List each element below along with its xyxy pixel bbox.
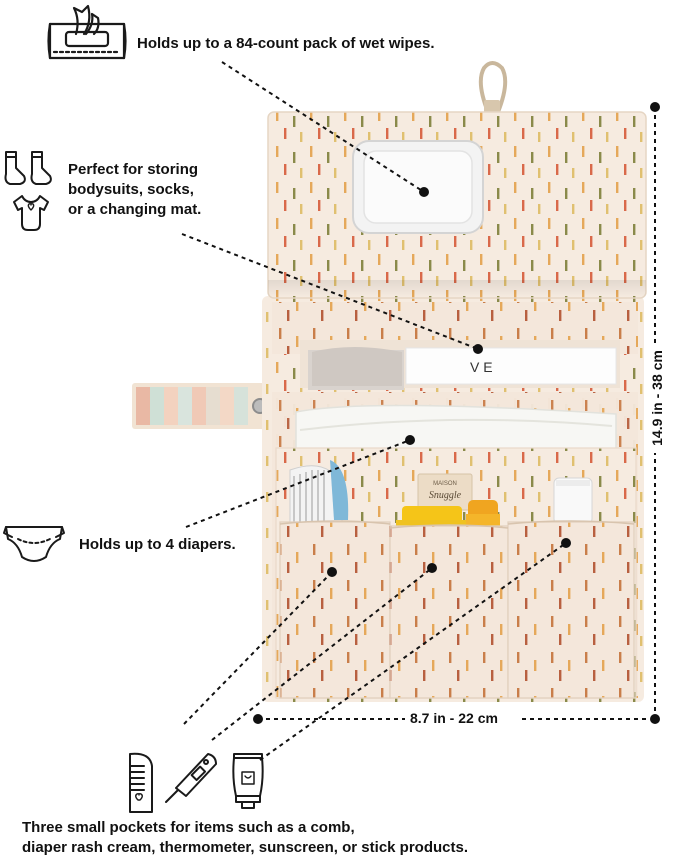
- caption-pockets: Three small pockets for items such as a …: [22, 818, 468, 858]
- dot-pocket-1: [327, 567, 337, 577]
- caption-diapers: Holds up to 4 diapers.: [79, 536, 236, 553]
- dot-pocket-2: [427, 563, 437, 573]
- dot-wipes: [419, 187, 429, 197]
- dimension-height: 14.9 in - 38 cm: [649, 343, 665, 453]
- dimension-width: 8.7 in - 22 cm: [408, 710, 500, 726]
- caption-pockets-line1: Three small pockets for items such as a …: [22, 819, 355, 836]
- thermometer-icon: [162, 750, 220, 806]
- cream-tube-icon: [228, 750, 268, 812]
- side-strap: [132, 383, 278, 429]
- bodysuit-print: V E: [470, 359, 493, 375]
- caption-pockets-line2: diaper rash cream, thermometer, sunscree…: [22, 839, 469, 856]
- wet-wipes-pack-icon: [46, 4, 128, 66]
- caption-storing-line3: or a changing mat.: [68, 201, 202, 218]
- diaper-icon: [2, 521, 66, 569]
- dot-pocket-3: [561, 538, 571, 548]
- socks-bodysuit-icon: [0, 146, 62, 236]
- caption-wipes: Holds up to a 84-count pack of wet wipes…: [137, 35, 435, 52]
- dim-width-left-dot: [253, 714, 263, 724]
- caption-storing-line2: bodysuits, socks,: [68, 181, 194, 198]
- comb-item: [289, 460, 349, 529]
- brand-tag: MAISON Snuggle: [417, 473, 473, 511]
- comb-icon: [124, 750, 156, 816]
- dot-diapers: [405, 435, 415, 445]
- dot-clothes: [473, 344, 483, 354]
- caption-storing-line1: Perfect for storing: [68, 161, 199, 178]
- svg-text:Snuggle: Snuggle: [429, 490, 462, 501]
- svg-text:MAISON: MAISON: [433, 481, 457, 487]
- dim-height-bottom-dot: [650, 714, 660, 724]
- dim-height-top-dot: [650, 102, 660, 112]
- caption-storing: Perfect for storing bodysuits, socks, or…: [68, 160, 201, 220]
